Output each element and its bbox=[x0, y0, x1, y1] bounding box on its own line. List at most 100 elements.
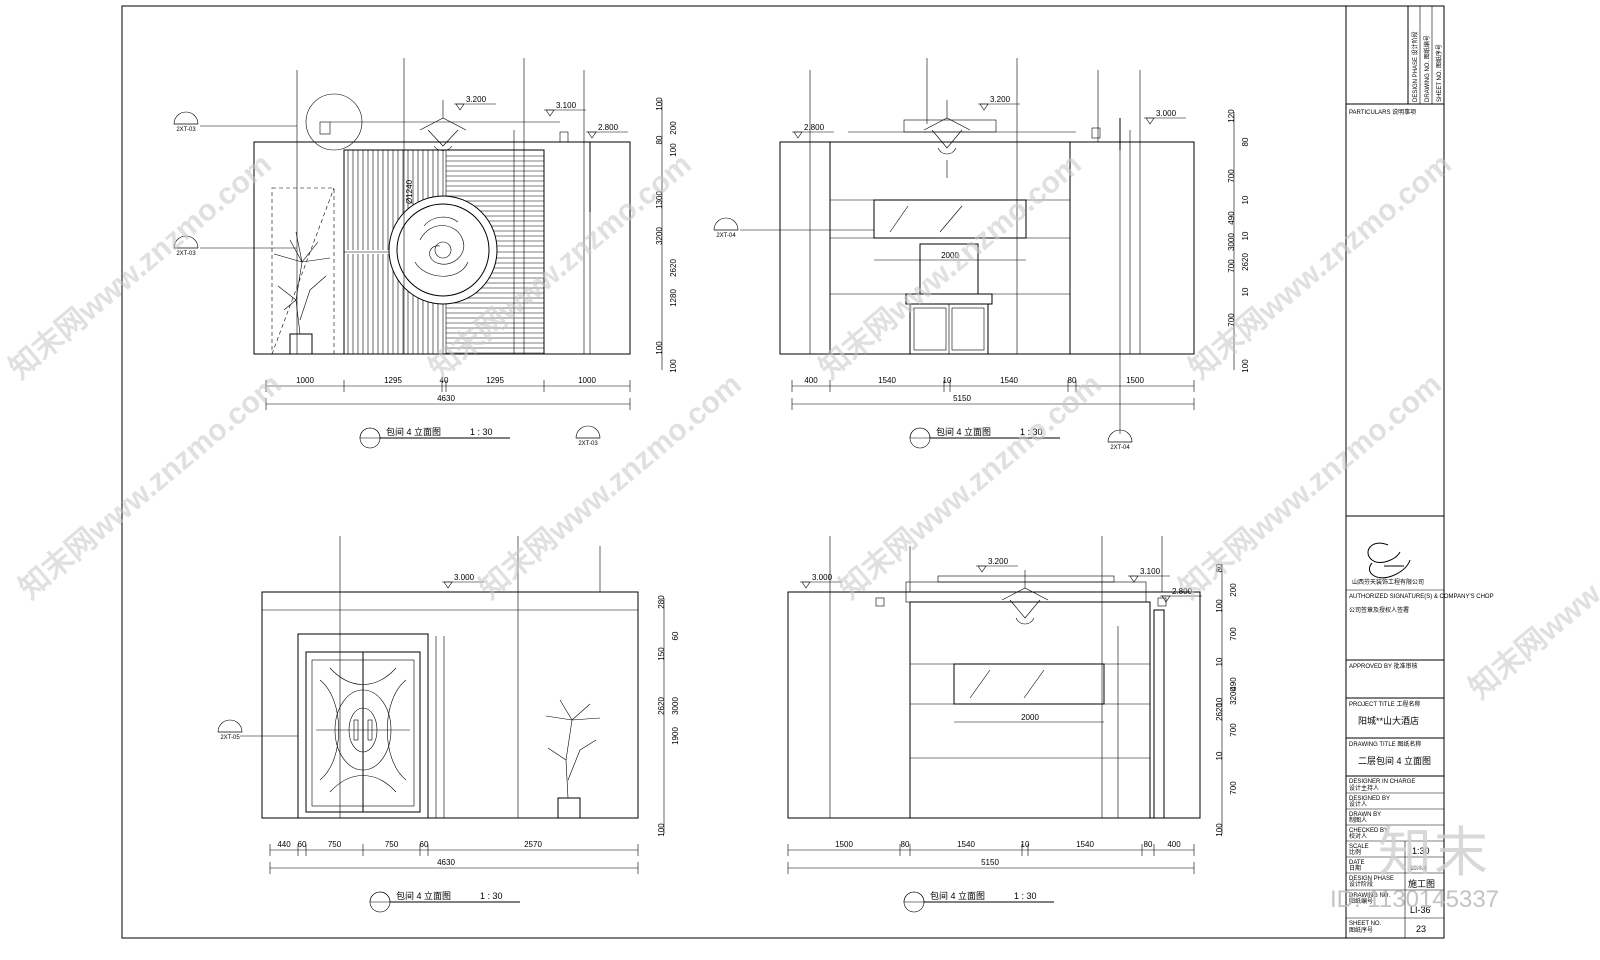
tb-sheet-no-value: 23 bbox=[1416, 924, 1426, 934]
dimension-label: 60 bbox=[298, 840, 307, 849]
dimension-label: 80 bbox=[1068, 376, 1077, 385]
tb-project-title: 阳城**山大酒店 bbox=[1358, 715, 1419, 726]
height-label: 10 bbox=[1215, 657, 1224, 666]
tb-designer-in-charge: DESIGNER IN CHARGE bbox=[1349, 779, 1415, 785]
level-mark: 2.800 bbox=[1172, 587, 1193, 596]
tb-scale-cn: 比例 bbox=[1349, 848, 1361, 856]
height-label: 3000 bbox=[671, 697, 680, 715]
height-label: 100 bbox=[669, 143, 678, 157]
elevation-scale: 1 : 30 bbox=[480, 891, 503, 901]
height-label: 3200 bbox=[655, 227, 664, 245]
tb-date-cn: 日期 bbox=[1349, 864, 1361, 872]
height-label: 150 bbox=[657, 647, 666, 661]
dimension-label: 1540 bbox=[878, 376, 896, 385]
height-label: 2620 bbox=[669, 259, 678, 277]
brand-watermark: 知末 bbox=[1378, 821, 1490, 884]
tb-designer-in-charge-cn: 设计主持人 bbox=[1349, 784, 1379, 792]
height-label: 10 bbox=[1241, 287, 1250, 296]
elevation-top-right bbox=[740, 58, 1195, 434]
width-label: 2000 bbox=[1021, 713, 1039, 722]
dimension-label: 80 bbox=[901, 840, 910, 849]
door-ornament bbox=[311, 659, 415, 807]
company-logo bbox=[1367, 542, 1411, 579]
dimension-label: 2570 bbox=[524, 840, 542, 849]
tb-phase-value: 施工图 bbox=[1408, 878, 1435, 889]
section-tag: 2XT-04 bbox=[1110, 445, 1130, 451]
tb-sheet-no-label: SHEET NO. bbox=[1349, 921, 1382, 927]
dimension-label: 1000 bbox=[296, 376, 314, 385]
site-watermark: 知末网www.znzmo.com bbox=[813, 148, 1087, 386]
tb-designed-by-cn: 设计人 bbox=[1349, 800, 1367, 808]
tb-designed-by: DESIGNED BY bbox=[1349, 796, 1390, 802]
dimension-label: 60 bbox=[420, 840, 429, 849]
section-tag: 2XT-04 bbox=[716, 233, 736, 239]
total-dimension-label: 5150 bbox=[953, 394, 971, 403]
site-watermark: 知末网www.znzmo.com bbox=[833, 368, 1107, 606]
height-label: 200 bbox=[669, 121, 678, 135]
dimension-label: 400 bbox=[1167, 840, 1181, 849]
height-label: 10 bbox=[1241, 231, 1250, 240]
site-watermark: 知末网www.znzmo.com bbox=[1463, 468, 1600, 706]
tb-drawing-no-cn: 图纸编号 bbox=[1349, 897, 1373, 905]
height-label: 1900 bbox=[671, 727, 680, 745]
tb-approved: APPROVED BY 批准审核 bbox=[1349, 662, 1418, 670]
level-mark: 3.100 bbox=[556, 101, 577, 110]
elevation-scale: 1 : 30 bbox=[470, 427, 493, 437]
section-tag: 2XT-03 bbox=[176, 127, 196, 133]
height-label: 100 bbox=[657, 823, 666, 837]
tb-side-label: DESIGN PHASE 设计阶段 bbox=[1411, 31, 1419, 102]
diameter-label: Ø1240 bbox=[405, 179, 414, 204]
total-dimension-label: 4630 bbox=[437, 394, 455, 403]
title-block-frame bbox=[1345, 5, 1445, 939]
tb-drawn-by-cn: 制图人 bbox=[1349, 816, 1367, 824]
height-label: 280 bbox=[657, 595, 666, 609]
dimension-label: 1295 bbox=[384, 376, 402, 385]
section-tag: 2XT-03 bbox=[176, 251, 196, 257]
height-label: 700 bbox=[1229, 627, 1238, 641]
section-tag: 2XT-05 bbox=[220, 735, 240, 741]
level-mark: 3.100 bbox=[1140, 567, 1161, 576]
tb-date-value: 10.4.4 bbox=[1410, 866, 1427, 872]
height-label: 80 bbox=[1215, 563, 1224, 572]
level-mark: 3.200 bbox=[466, 95, 487, 104]
round-carved-medallion bbox=[388, 195, 498, 305]
height-label: 60 bbox=[671, 631, 680, 640]
dimension-label: 10 bbox=[943, 376, 952, 385]
level-mark: 3.000 bbox=[812, 573, 833, 582]
dimension-label: 1500 bbox=[1126, 376, 1144, 385]
dimension-label: 40 bbox=[440, 376, 449, 385]
level-mark: 3.200 bbox=[988, 557, 1009, 566]
tb-drawing-label: DRAWING TITLE 图纸名称 bbox=[1349, 740, 1421, 748]
height-label: 700 bbox=[1229, 781, 1238, 795]
level-mark: 3.000 bbox=[454, 573, 475, 582]
dimension-label: 750 bbox=[328, 840, 342, 849]
tb-phase-label: DESIGN PHASE bbox=[1349, 876, 1394, 882]
tb-checked-by: CHECKED BY bbox=[1349, 828, 1388, 834]
height-label: 490 bbox=[1229, 677, 1238, 691]
height-label: 2620 bbox=[1215, 703, 1224, 721]
id-watermark: ID: 1130145337 bbox=[1330, 886, 1500, 913]
height-label: 700 bbox=[1227, 169, 1236, 183]
height-label: 100 bbox=[1241, 359, 1250, 373]
tb-drawing-no-value: LI-36 bbox=[1410, 905, 1431, 915]
height-label: 120 bbox=[1227, 109, 1236, 123]
height-label: 490 bbox=[1227, 211, 1236, 225]
elevation-scale: 1 : 30 bbox=[1014, 891, 1037, 901]
section-tag: 2XT-03 bbox=[578, 441, 598, 447]
site-watermark: 知末网www.znzmo.com bbox=[3, 148, 277, 386]
elevation-scale: 1 : 30 bbox=[1020, 427, 1043, 437]
tb-authorized: AUTHORIZED SIGNATURE(S) & COMPANY'S CHOP bbox=[1349, 594, 1494, 600]
level-mark: 3.200 bbox=[990, 95, 1011, 104]
tb-checked-by-cn: 校对人 bbox=[1349, 832, 1367, 840]
height-label: 1280 bbox=[669, 289, 678, 307]
elevation-title: 包间 4 立面图 bbox=[386, 426, 441, 437]
tb-drawing-no-label: DRAWING NO. bbox=[1349, 893, 1390, 899]
tb-drawing-title: 二层包间 4 立面图 bbox=[1358, 755, 1431, 766]
height-label: 700 bbox=[1227, 259, 1236, 273]
height-label: 100 bbox=[1215, 599, 1224, 613]
tb-particulars: PARTICULARS 说明事项 bbox=[1349, 108, 1416, 116]
tb-side-label: DRAWING NO. 图纸编号 bbox=[1423, 35, 1431, 102]
